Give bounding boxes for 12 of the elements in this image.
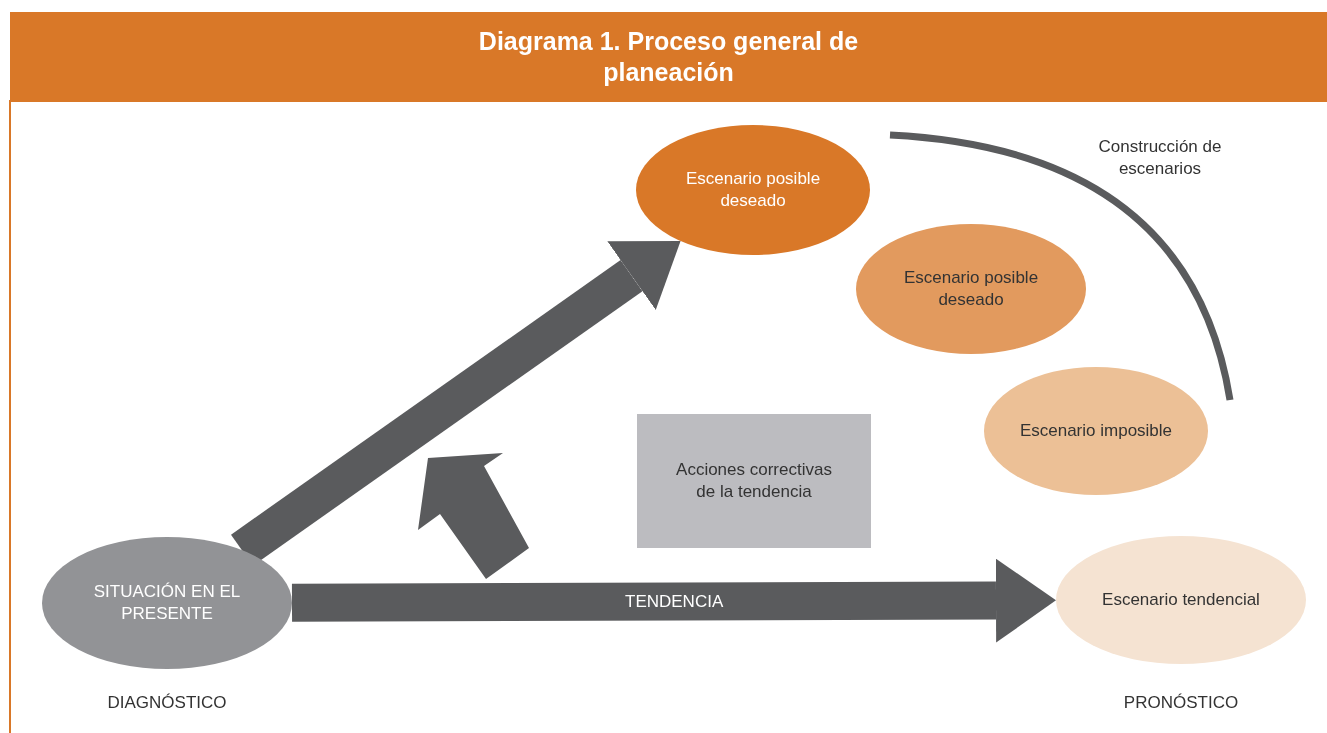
diagram-title: Diagrama 1. Proceso general de planeación [477,26,860,88]
scenario-ellipse: Escenario imposible [984,367,1208,495]
scenario-ellipse: Escenario posible deseado [636,125,870,255]
edge-label: TENDENCIA [625,590,724,613]
bracket-label: Construcción de escenarios [1097,136,1223,180]
stage-label: PRONÓSTICO [1122,692,1240,714]
scenario-ellipse: Escenario tendencial [1056,536,1306,664]
process-box: Acciones correctivas de la tendencia [637,414,871,548]
scenario-ellipse: Escenario posible deseado [856,224,1086,354]
stage-label: DIAGNÓSTICO [106,692,228,714]
scenario-ellipse: SITUACIÓN EN EL PRESENTE [42,537,292,669]
arrow [291,558,1056,643]
